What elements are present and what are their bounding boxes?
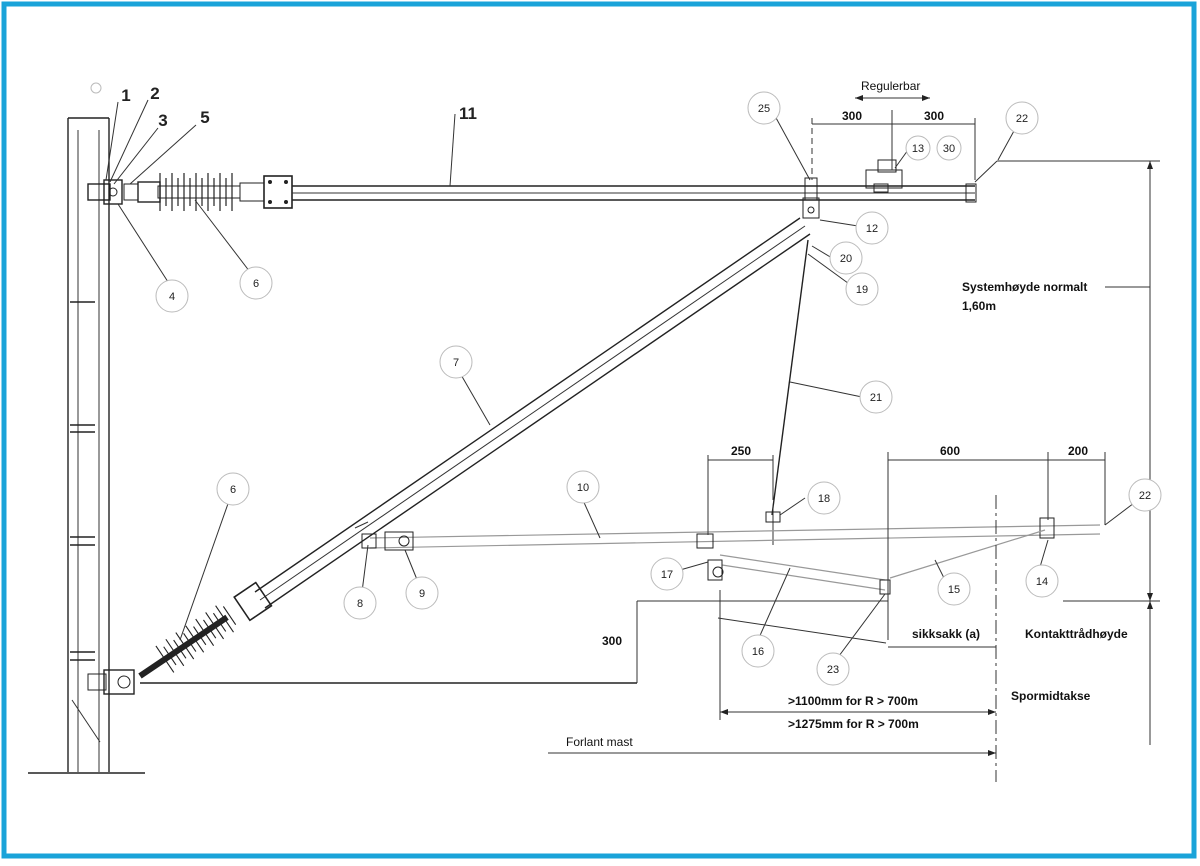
- label-r1275: >1275mm for R > 700m: [788, 717, 919, 731]
- callout-number: 6: [230, 484, 236, 496]
- callout-number: 19: [856, 284, 868, 296]
- callout-number: 30: [943, 143, 955, 155]
- callout-number: 13: [912, 143, 924, 155]
- callout-11: 11: [459, 104, 477, 123]
- callout-23: 23: [816, 652, 850, 686]
- callout-number: 1: [121, 86, 130, 105]
- dim-300-right: 300: [924, 109, 944, 123]
- callout-15: 15: [937, 572, 971, 606]
- callout-number: 7: [453, 357, 459, 369]
- callout-number: 17: [661, 569, 673, 581]
- label-regulerbar: Regulerbar: [861, 79, 920, 93]
- dropper-15: [889, 529, 1046, 579]
- callout-1: 1: [121, 86, 130, 105]
- dimension-lines: 300 300 250 600 200 300: [140, 95, 1160, 782]
- callout-number: 6: [253, 278, 259, 290]
- callout-number: 11: [459, 104, 477, 123]
- top-tube: [87, 148, 977, 219]
- callout-3: 3: [158, 111, 167, 130]
- callout-2: 2: [150, 84, 159, 103]
- callout-number: 5: [200, 108, 209, 127]
- label-r1100: >1100mm for R > 700m: [788, 694, 918, 708]
- callout-16: 16: [741, 634, 775, 668]
- callout-number: 8: [357, 598, 363, 610]
- callout-number: 2: [150, 84, 159, 103]
- leader-lines: [105, 99, 1139, 661]
- steady-arm-16: [719, 554, 886, 581]
- callout-17: 17: [650, 557, 684, 591]
- callout-13: 13: [905, 135, 931, 161]
- label-spormidtakse: Spormidtakse: [1011, 689, 1091, 703]
- diagonal-brace: [87, 217, 811, 695]
- label-forlant-mast: Forlant mast: [566, 735, 633, 749]
- callout-6: 6: [216, 472, 250, 506]
- callout-number: 3: [158, 111, 167, 130]
- dim-200: 200: [1068, 444, 1088, 458]
- callout-5: 5: [200, 108, 209, 127]
- callout-19: 19: [845, 272, 879, 306]
- label-kontakttrad: Kontakttrådhøyde: [1025, 627, 1128, 641]
- callout-number: 22: [1016, 113, 1028, 125]
- callout-7: 7: [439, 345, 473, 379]
- callout-number: 20: [840, 253, 852, 265]
- callout-25: 25: [747, 91, 781, 125]
- callout-12: 12: [855, 211, 889, 245]
- callout-9: 9: [405, 576, 439, 610]
- callout-number: 23: [827, 664, 839, 676]
- callout-number: 21: [870, 392, 882, 404]
- callout-number: 4: [169, 291, 175, 303]
- callout-22: 22: [1005, 101, 1039, 135]
- label-systemhoyde: Systemhøyde normalt: [962, 280, 1087, 294]
- callout-number: 15: [948, 584, 960, 596]
- callout-4: 4: [155, 279, 189, 313]
- callout-number: 18: [818, 493, 830, 505]
- dim-300-low: 300: [602, 634, 622, 648]
- callout-number: 10: [577, 482, 589, 494]
- callout-number: 14: [1036, 576, 1048, 588]
- callout-22: 22: [1128, 478, 1162, 512]
- callout-8: 8: [343, 586, 377, 620]
- callout-number: 9: [419, 588, 425, 600]
- dim-250: 250: [731, 444, 751, 458]
- dim-600: 600: [940, 444, 960, 458]
- callout-21: 21: [859, 380, 893, 414]
- callout-10: 10: [566, 470, 600, 504]
- registration-tube: [361, 517, 1101, 551]
- callout-number: 12: [866, 223, 878, 235]
- mast: [28, 82, 145, 774]
- callout-14: 14: [1025, 564, 1059, 598]
- dim-300-left: 300: [842, 109, 862, 123]
- callout-number: 16: [752, 646, 764, 658]
- callout-number: 22: [1139, 490, 1151, 502]
- callout-6: 6: [239, 266, 273, 300]
- callout-number: 25: [758, 103, 770, 115]
- hanger-21: [771, 239, 809, 516]
- callout-18: 18: [807, 481, 841, 515]
- callout-30: 30: [936, 135, 962, 161]
- callout-20: 20: [829, 241, 863, 275]
- label-sikksakk: sikksakk (a): [912, 627, 980, 641]
- label-systemhoyde-value: 1,60m: [962, 299, 996, 313]
